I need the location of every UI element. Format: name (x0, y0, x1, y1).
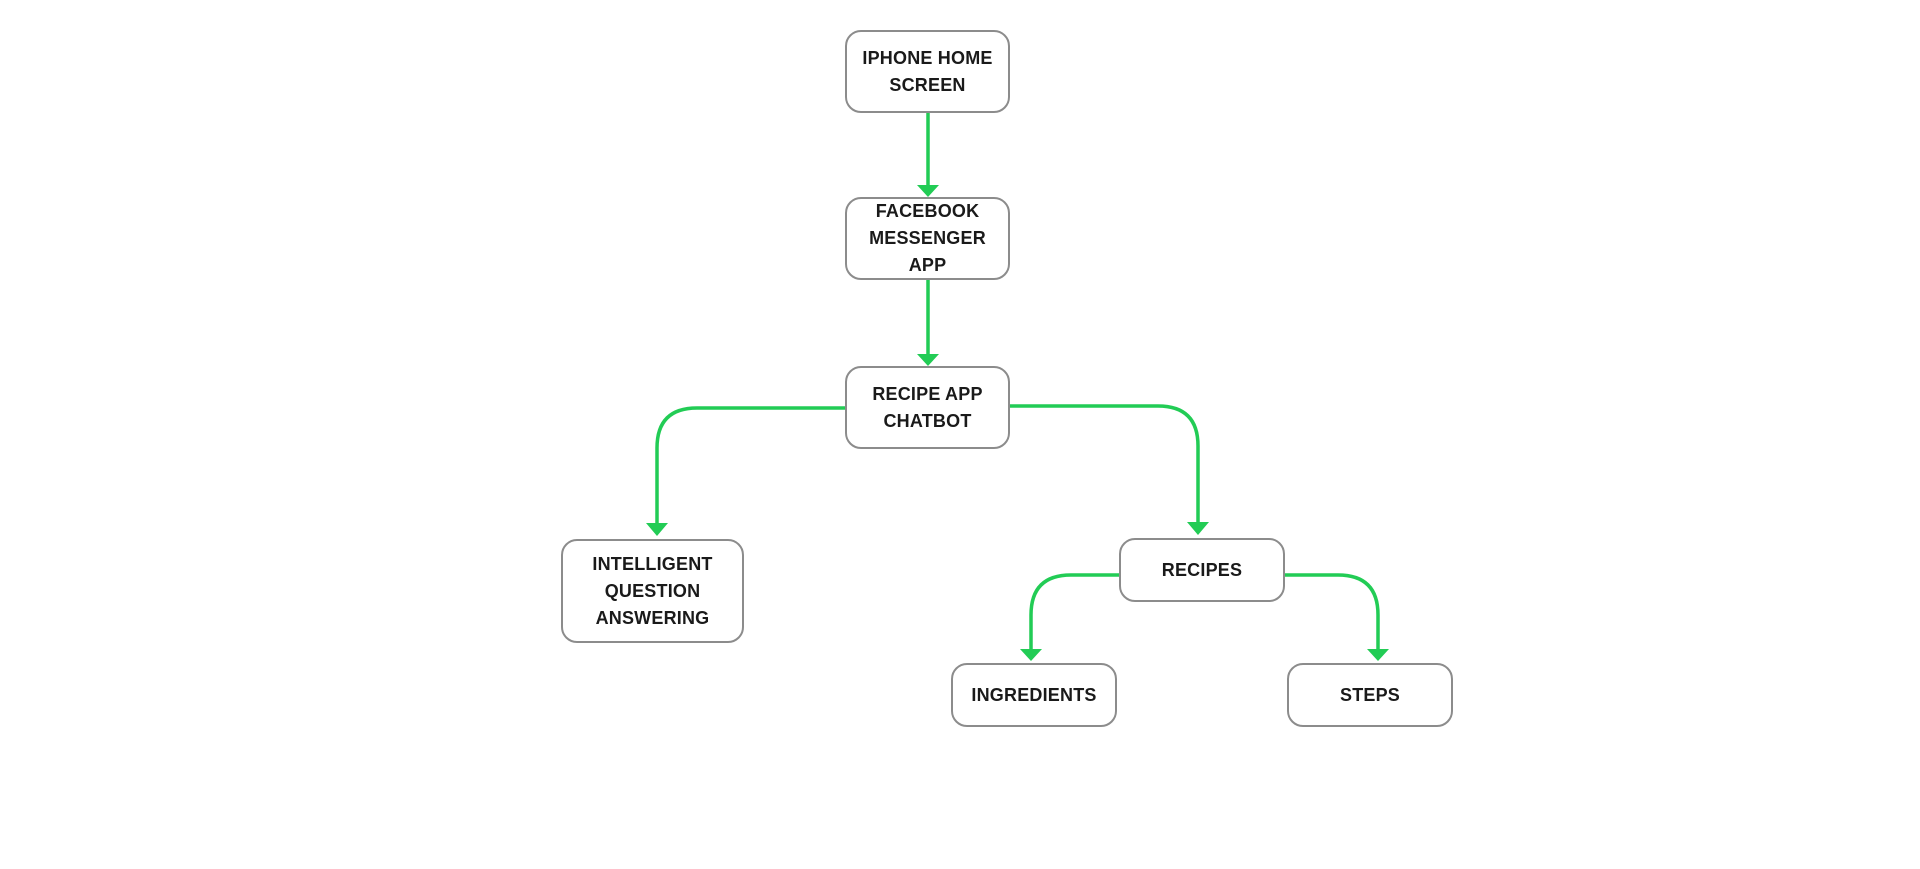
arrowhead-messenger (917, 185, 939, 197)
node-recipes: RECIPES (1119, 538, 1285, 602)
edge-chatbot-to-recipes (1008, 404, 1200, 525)
node-intelligent-question-answering: INTELLIGENT QUESTION ANSWERING (561, 539, 744, 643)
node-facebook-messenger-app: FACEBOOK MESSENGER APP (845, 197, 1010, 280)
arrowhead-recipes (1187, 522, 1209, 535)
arrowhead-steps (1367, 649, 1389, 661)
node-recipe-app-chatbot: RECIPE APP CHATBOT (845, 366, 1010, 449)
edge-recipes-to-steps (1283, 573, 1380, 652)
node-ingredients: INGREDIENTS (951, 663, 1117, 727)
edge-recipes-to-ingredients (1029, 573, 1121, 652)
node-steps: STEPS (1287, 663, 1453, 727)
edge-chatbot-to-iqa (655, 406, 847, 526)
arrowhead-iqa (646, 523, 668, 536)
arrowhead-ingredients (1020, 649, 1042, 661)
arrowhead-chatbot (917, 354, 939, 366)
node-iphone-home-screen: IPHONE HOME SCREEN (845, 30, 1010, 113)
